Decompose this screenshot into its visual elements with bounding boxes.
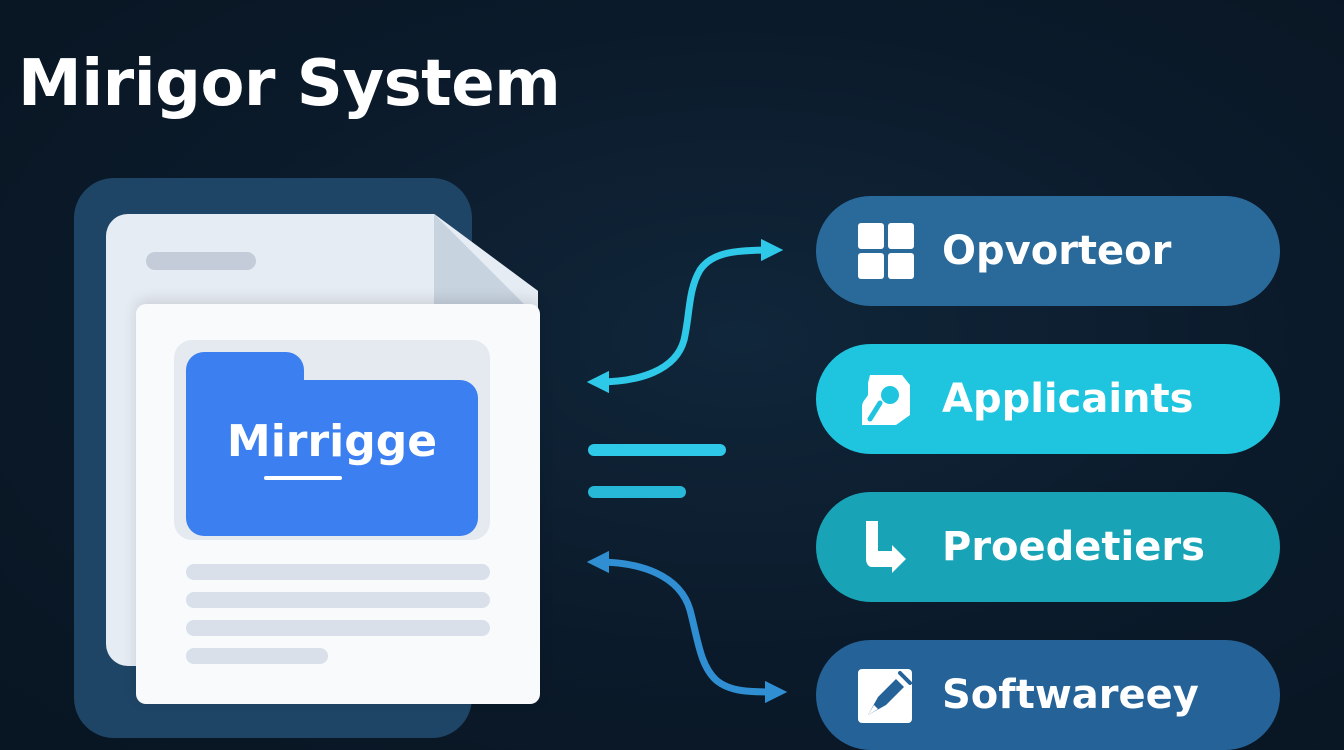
- item-softwareey: Softwareey: [816, 640, 1280, 750]
- diagram-title: Mirigor System: [18, 47, 561, 121]
- item-label: Softwareey: [942, 672, 1199, 718]
- connector-arrow-bottom: [586, 550, 788, 704]
- connector-arrow-top: [586, 238, 784, 394]
- item-proedetiers: Proedetiers: [816, 492, 1280, 602]
- item-opvorteor: Opvorteor: [816, 196, 1280, 306]
- folder-icon: [186, 380, 478, 536]
- document-text-line: [186, 564, 490, 580]
- document-text-line: [186, 620, 490, 636]
- connector-line: [588, 444, 726, 456]
- folder-label: Mirrigge: [226, 416, 438, 467]
- document-header-bar: [146, 252, 256, 270]
- edit-icon: [858, 669, 912, 723]
- item-applicaints: Applicaints: [816, 344, 1280, 454]
- arrow-down-icon: [866, 521, 906, 573]
- connector-line: [588, 486, 686, 498]
- item-label: Applicaints: [942, 376, 1194, 422]
- document-text-line: [186, 648, 328, 664]
- item-label: Opvorteor: [942, 228, 1172, 274]
- folder-label-underline: [264, 476, 342, 480]
- face-icon: [862, 375, 910, 425]
- document-text-line: [186, 592, 490, 608]
- item-label: Proedetiers: [942, 524, 1205, 570]
- grid-icon: [858, 223, 914, 279]
